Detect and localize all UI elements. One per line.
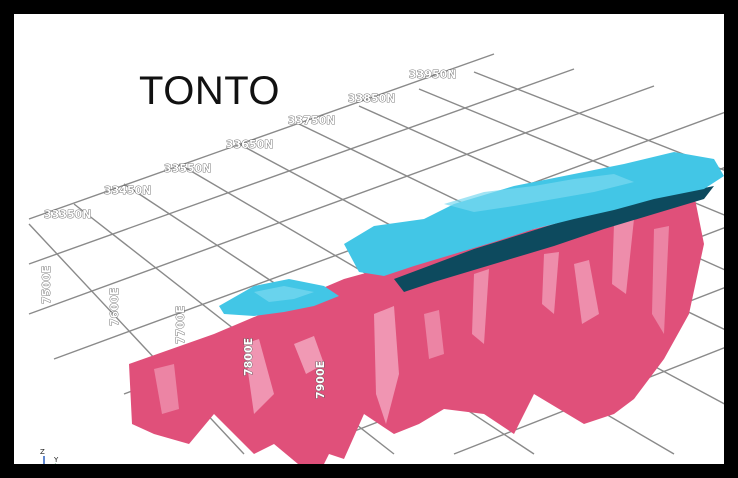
northing-label: 33650N [226,138,273,151]
easting-label: 7700E [174,306,187,344]
ore-body-mesh[interactable] [129,194,704,478]
axis-y-label: Y [53,456,59,464]
northing-label: 33950N [409,68,456,81]
easting-label: 7900E [314,361,327,399]
northing-label: 33550N [164,162,211,175]
overburden-underside [394,186,714,292]
northing-label: 33850N [348,92,395,105]
northing-label: 33450N [104,184,151,197]
axis-x-label: X [58,472,63,478]
northing-label: 33350N [44,208,91,221]
easting-label: 7800E [242,338,255,376]
page-title: TONTO [139,69,281,113]
easting-label: 7600E [108,288,121,326]
3d-model-view[interactable]: 33350N 33450N 33550N 33650N 33750N 33850… [14,14,738,478]
axis-z-label: Z [40,448,45,456]
overburden-mesh[interactable] [219,152,724,316]
axis-triad-icon: Z Y X [40,448,63,478]
northing-label: 33750N [288,114,335,127]
northing-labels: 33350N 33450N 33550N 33650N 33750N 33850… [44,68,457,222]
easting-labels: 7500E 7600E 7700E 7800E 7900E [40,265,328,399]
easting-label: 7500E [40,266,53,304]
